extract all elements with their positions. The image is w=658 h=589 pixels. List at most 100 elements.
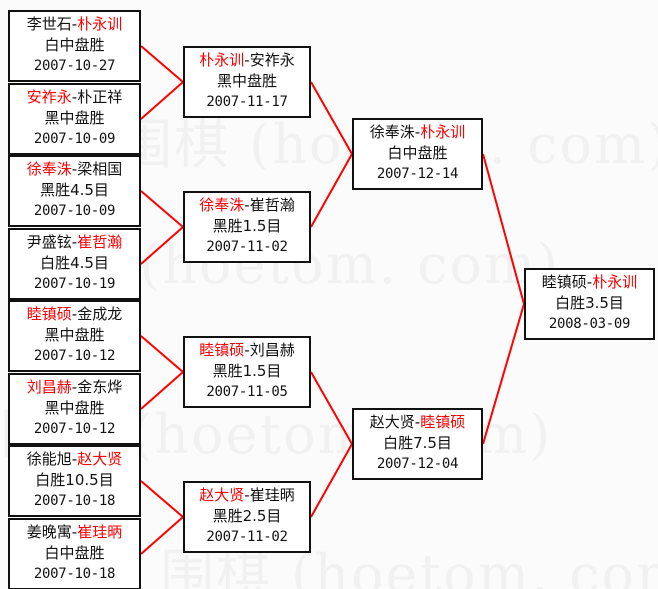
match-date: 2007-10-18 (33, 566, 116, 582)
match-result: 黑中盘胜 (44, 399, 105, 417)
match-date: 2007-10-12 (33, 348, 116, 364)
player-separator: - (244, 486, 250, 504)
match-result: 白胜4.5目 (40, 254, 109, 272)
player-winner: 刘昌赫 (26, 378, 72, 396)
match-players: 徐奉洙-崔哲瀚 (185, 195, 309, 216)
match-players: 刘昌赫-金东烨 (10, 377, 139, 398)
connector-line (140, 335, 184, 373)
player-loser: 崔珪昞 (249, 486, 295, 504)
player-winner: 朴永训 (199, 51, 245, 69)
connector-line (140, 190, 184, 228)
player-winner: 赵大贤 (199, 486, 245, 504)
match-result: 黑中盘胜 (216, 72, 277, 90)
match-result: 白胜3.5目 (555, 294, 624, 312)
match-players: 姜晚寓-崔珪昞 (10, 522, 139, 543)
player-separator: - (244, 51, 250, 69)
player-separator: - (71, 15, 78, 33)
player-winner: 朴永训 (77, 15, 123, 33)
match-date: 2007-11-17 (206, 94, 288, 110)
player-loser: 安祚永 (249, 51, 295, 69)
player-winner: 徐奉洙 (199, 196, 245, 214)
match-date: 2007-10-19 (33, 276, 116, 292)
match-players: 睦镇硕-朴永训 (526, 272, 653, 293)
match-date: 2007-11-02 (206, 529, 288, 545)
match-players: 尹盛铉-崔哲瀚 (10, 232, 139, 253)
match-date: 2007-10-18 (33, 493, 116, 509)
player-loser: 刘昌赫 (249, 341, 295, 359)
player-winner: 崔哲瀚 (77, 233, 123, 251)
player-separator: - (71, 88, 78, 106)
player-loser: 尹盛铉 (26, 233, 72, 251)
player-separator: - (71, 378, 78, 396)
player-winner: 徐奉洙 (26, 160, 72, 178)
match-date: 2007-12-04 (376, 456, 459, 472)
match-result: 黑胜4.5目 (40, 181, 109, 199)
connector-line (310, 371, 353, 445)
match-box[interactable]: 徐能旭-赵大贤白胜10.5目 2007-10-18 (8, 445, 141, 517)
player-loser: 梁相国 (77, 160, 123, 178)
player-loser: 崔哲瀚 (249, 196, 295, 214)
player-separator: - (71, 233, 78, 251)
connector-line (140, 45, 184, 83)
player-loser: 睦镇硕 (541, 273, 587, 291)
player-separator: - (244, 196, 250, 214)
player-separator: - (244, 341, 250, 359)
match-players: 李世石-朴永训 (10, 14, 139, 35)
connector-line (140, 226, 184, 265)
match-date: 2007-10-12 (33, 421, 116, 437)
match-players: 徐能旭-赵大贤 (10, 449, 139, 470)
match-box[interactable]: 睦镇硕-金成龙黑中盘胜 2007-10-12 (8, 300, 141, 372)
match-result: 白中盘胜 (387, 144, 448, 162)
player-loser: 朴正祥 (77, 88, 123, 106)
match-players: 徐奉洙-朴永训 (354, 122, 481, 143)
match-result: 黑胜1.5目 (212, 217, 282, 235)
player-winner: 朴永训 (592, 273, 638, 291)
connector-line (482, 153, 525, 305)
match-box[interactable]: 徐奉洙-梁相国黑胜4.5目 2007-10-09 (8, 155, 141, 227)
match-box[interactable]: 姜晚寓-崔珪昞白中盘胜 2007-10-18 (8, 518, 141, 589)
player-loser: 徐能旭 (26, 450, 72, 468)
match-date: 2007-10-09 (33, 203, 116, 219)
match-date: 2008-03-09 (548, 316, 631, 332)
match-result: 黑中盘胜 (44, 326, 105, 344)
player-winner: 朴永训 (420, 123, 466, 141)
player-separator: - (71, 160, 78, 178)
player-separator: - (71, 305, 78, 323)
match-result: 白中盘胜 (44, 544, 105, 562)
player-winner: 赵大贤 (77, 450, 123, 468)
match-date: 2007-10-27 (33, 58, 116, 74)
player-loser: 金东烨 (77, 378, 123, 396)
watermark-text: 围棋 (hoetom. com) (160, 543, 658, 589)
player-separator: - (414, 413, 421, 431)
match-result: 白胜10.5目 (35, 471, 114, 489)
match-players: 赵大贤-崔珪昞 (185, 485, 309, 506)
match-date: 2007-11-05 (206, 384, 288, 400)
player-winner: 睦镇硕 (420, 413, 466, 431)
player-separator: - (586, 273, 593, 291)
player-loser: 李世石 (26, 15, 72, 33)
match-result: 黑中盘胜 (44, 109, 105, 127)
match-result: 黑胜2.5目 (212, 507, 282, 525)
connector-line (140, 480, 184, 518)
match-date: 2007-11-02 (206, 239, 288, 255)
match-result: 白中盘胜 (44, 36, 105, 54)
match-players: 睦镇硕-金成龙 (10, 304, 139, 325)
connector-line (310, 81, 353, 155)
match-box[interactable]: 朴永训-安祚永黑中盘胜 2007-11-17 (183, 46, 311, 118)
player-loser: 赵大贤 (369, 413, 415, 431)
player-loser: 姜晚寓 (26, 523, 72, 541)
connector-line (140, 371, 184, 410)
connector-line (482, 303, 525, 445)
match-date: 2007-10-09 (33, 131, 116, 147)
connector-line (310, 153, 353, 228)
